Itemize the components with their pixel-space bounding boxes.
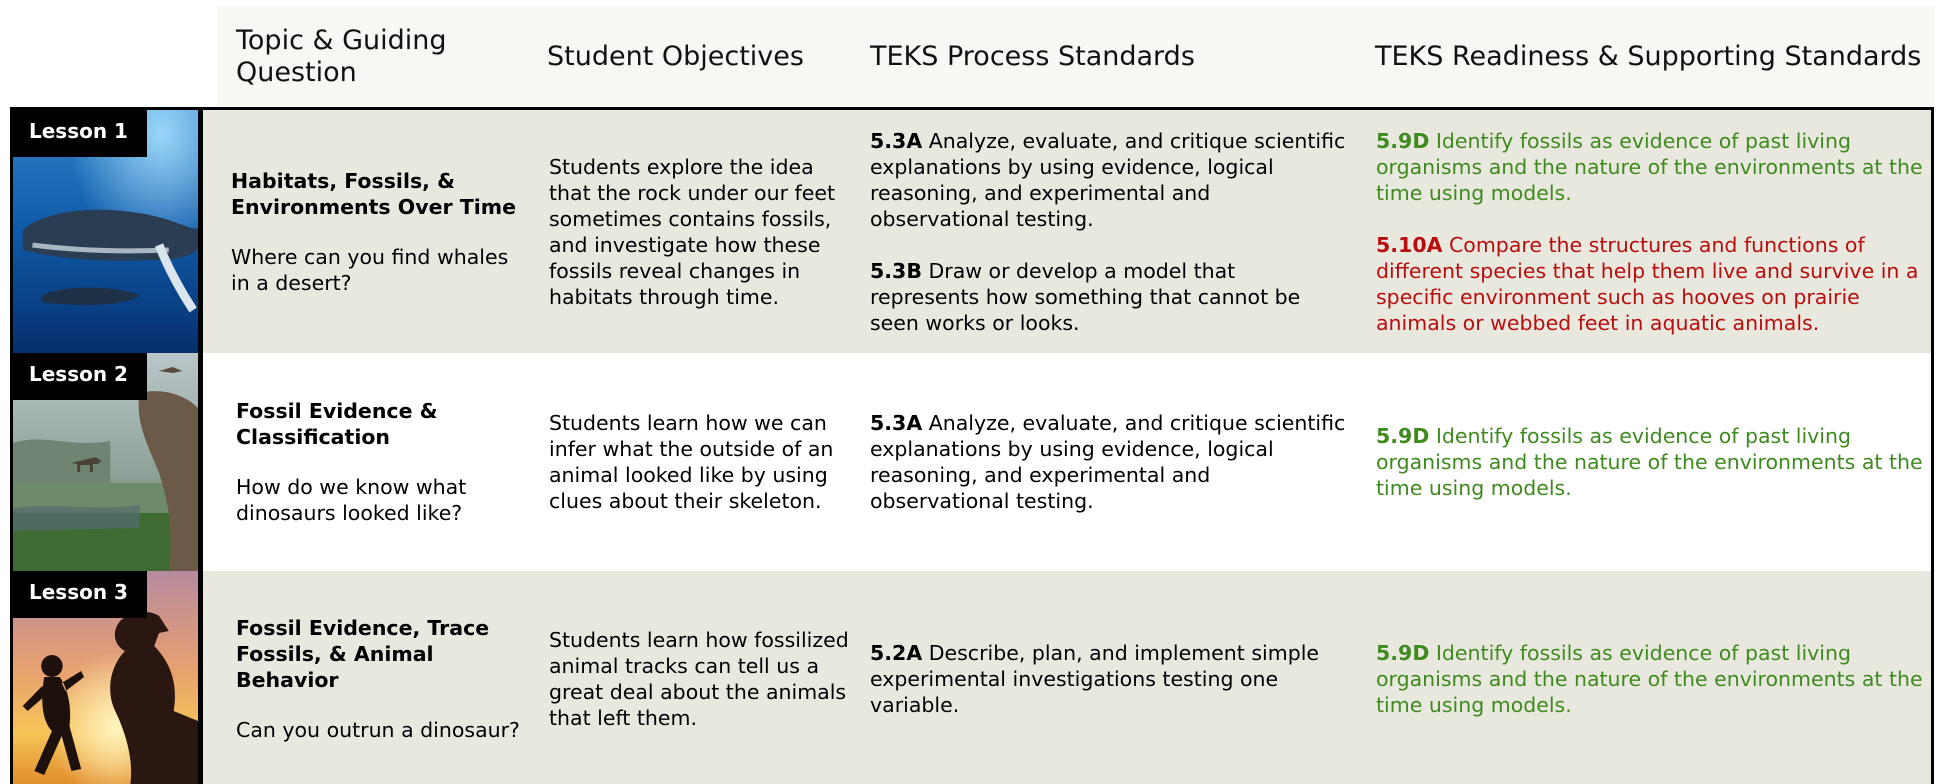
lesson-table: Lesson 1 Habitats, Fossils, & Environmen…: [10, 107, 1934, 784]
standard-code: 5.10A: [1376, 232, 1443, 257]
standard-text: Identify fossils as evidence of past liv…: [1376, 641, 1923, 717]
objective-text: Students learn how fossilized animal tra…: [549, 628, 849, 730]
standard-text: Describe, plan, and implement simple exp…: [870, 641, 1320, 717]
lesson-image: Lesson 3: [13, 571, 203, 784]
readiness-standard: 5.9D Identify fossils as evidence of pas…: [1376, 640, 1926, 718]
process-standards-cell: 5.3A Analyze, evaluate, and critique sci…: [870, 353, 1350, 571]
objectives-cell: Students learn how we can infer what the…: [549, 353, 849, 571]
table-header: Topic & Guiding Question Student Objecti…: [218, 6, 1934, 108]
readiness-standards-cell: 5.9D Identify fossils as evidence of pas…: [1376, 353, 1926, 571]
objective-text: Students learn how we can infer what the…: [549, 411, 834, 513]
lesson-tag: Lesson 1: [13, 110, 147, 157]
standard-code: 5.9D: [1376, 424, 1430, 448]
table-row: Lesson 2 Fossil Evidence & Classificatio…: [13, 353, 1931, 571]
objective-text: Students explore the idea that the rock …: [549, 154, 835, 309]
standard-text: Analyze, evaluate, and critique scientif…: [870, 411, 1346, 513]
objectives-cell: Students explore the idea that the rock …: [549, 110, 849, 353]
standard-code: 5.2A: [870, 641, 923, 665]
guiding-question: How do we know what dinosaurs looked lik…: [236, 475, 467, 525]
readiness-standard: 5.9D Identify fossils as evidence of pas…: [1376, 423, 1926, 501]
header-objectives: Student Objectives: [547, 41, 804, 72]
topic-title: Fossil Evidence, Trace Fossils, & Animal…: [236, 616, 490, 692]
readiness-standard: 5.9D Identify fossils as evidence of pas…: [1376, 128, 1926, 206]
lesson-tag: Lesson 3: [13, 571, 147, 618]
standard-code: 5.9D: [1376, 128, 1430, 153]
standard-code: 5.3B: [870, 258, 922, 283]
table-row: Lesson 3 Fossil Evidence, Trace Fossils,…: [13, 571, 1931, 784]
process-standards-cell: 5.2A Describe, plan, and implement simpl…: [870, 571, 1350, 784]
standard-code: 5.9D: [1376, 641, 1430, 665]
standard-text: Compare the structures and functions of …: [1376, 232, 1919, 335]
topic-cell: Habitats, Fossils, & Environments Over T…: [231, 110, 526, 353]
topic-cell: Fossil Evidence, Trace Fossils, & Animal…: [236, 571, 531, 784]
standard-text: Identify fossils as evidence of past liv…: [1376, 424, 1923, 500]
lesson-image: Lesson 1: [13, 110, 203, 353]
standard-code: 5.3A: [870, 128, 923, 153]
supporting-standard: 5.10A Compare the structures and functio…: [1376, 232, 1926, 336]
process-standard: 5.3B Draw or develop a model that repres…: [870, 258, 1350, 336]
objectives-cell: Students learn how fossilized animal tra…: [549, 571, 849, 784]
topic-cell: Fossil Evidence & Classification How do …: [236, 353, 531, 571]
header-process-standards: TEKS Process Standards: [870, 41, 1195, 72]
process-standard: 5.2A Describe, plan, and implement simpl…: [870, 640, 1350, 718]
readiness-standards-cell: 5.9D Identify fossils as evidence of pas…: [1376, 571, 1926, 784]
readiness-standards-cell: 5.9D Identify fossils as evidence of pas…: [1376, 110, 1926, 353]
standard-text: Identify fossils as evidence of past liv…: [1376, 128, 1923, 205]
process-standards-cell: 5.3A Analyze, evaluate, and critique sci…: [870, 110, 1350, 353]
header-topic: Topic & Guiding Question: [236, 25, 447, 88]
standard-text: Draw or develop a model that represents …: [870, 258, 1301, 335]
header-readiness-standards: TEKS Readiness & Supporting Standards: [1375, 41, 1922, 72]
topic-title: Habitats, Fossils, & Environments Over T…: [231, 168, 516, 219]
process-standard: 5.3A Analyze, evaluate, and critique sci…: [870, 410, 1350, 514]
guiding-question: Where can you find whales in a desert?: [231, 244, 509, 295]
guiding-question: Can you outrun a dinosaur?: [236, 718, 520, 742]
standard-code: 5.3A: [870, 411, 923, 435]
standard-text: Analyze, evaluate, and critique scientif…: [870, 128, 1346, 231]
lesson-tag: Lesson 2: [13, 353, 147, 400]
lesson-image: Lesson 2: [13, 353, 203, 571]
topic-title: Fossil Evidence & Classification: [236, 399, 438, 449]
table-row: Lesson 1 Habitats, Fossils, & Environmen…: [13, 110, 1931, 353]
process-standard: 5.3A Analyze, evaluate, and critique sci…: [870, 128, 1350, 232]
